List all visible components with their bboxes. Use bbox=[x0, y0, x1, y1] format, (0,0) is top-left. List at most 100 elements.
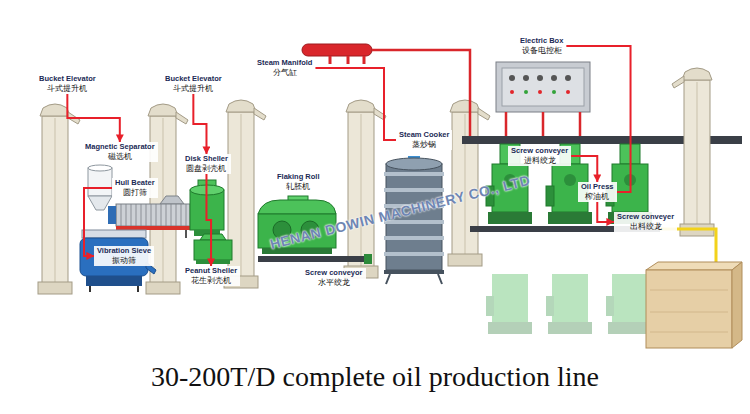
lamp bbox=[524, 90, 528, 94]
elevator-boot bbox=[448, 254, 482, 266]
caption-holder: 30-200T/D complete oil production line bbox=[0, 360, 750, 394]
screw-conveyor bbox=[258, 254, 372, 264]
machine-label-box: Bucket Elevator斗式提升机 bbox=[36, 74, 99, 94]
machine-name-chinese: 榨油机 bbox=[581, 192, 614, 201]
machine-name: Electric Box bbox=[520, 37, 563, 46]
cooker-ring bbox=[384, 172, 444, 176]
machine-label-box: Disk Sheller圆盘剥壳机 bbox=[182, 154, 231, 174]
sieve-legs bbox=[90, 286, 138, 292]
press-motor bbox=[546, 186, 554, 206]
machine-name: Steam Manifold bbox=[257, 59, 312, 68]
machine-name-chinese: 振动筛 bbox=[97, 256, 151, 265]
bucket-elevator bbox=[672, 68, 714, 236]
cabinet bbox=[496, 62, 590, 112]
flow-arrow bbox=[571, 156, 597, 182]
machine-name: Hull Beater bbox=[115, 179, 155, 188]
machine-name-chinese: 圆盘剥壳机 bbox=[185, 164, 228, 173]
gauge bbox=[551, 75, 557, 81]
faded-press-motor bbox=[486, 296, 494, 316]
elevator-casing bbox=[684, 80, 710, 230]
machine-label-box: Steam Cooker蒸炒锅 bbox=[396, 130, 452, 150]
cake-line bbox=[660, 229, 716, 262]
faded-press-motor bbox=[606, 296, 614, 316]
faded-press-motor bbox=[546, 296, 554, 316]
magnetic-separator bbox=[88, 165, 112, 210]
elevator-head bbox=[226, 100, 256, 112]
flow-arrow bbox=[206, 174, 211, 266]
machine-label-box: Screw conveyer出料绞龙 bbox=[614, 212, 677, 232]
faded-press-base bbox=[608, 322, 652, 334]
cooker-dome bbox=[386, 158, 442, 170]
lamp bbox=[538, 90, 542, 94]
sheller-hopper bbox=[200, 234, 226, 240]
elevator-head bbox=[682, 68, 712, 80]
elevator-boot bbox=[38, 282, 72, 294]
elevator-head bbox=[148, 104, 178, 116]
press-body bbox=[612, 164, 648, 212]
cabinet-panel bbox=[502, 68, 584, 106]
cake-bin bbox=[646, 262, 742, 348]
machine-name-chinese: 蒸炒锅 bbox=[399, 140, 449, 149]
machine-name-chinese: 进料绞龙 bbox=[511, 156, 568, 165]
conveyor-motor bbox=[364, 254, 372, 264]
press-hopper bbox=[620, 144, 640, 164]
pipe-connector bbox=[566, 46, 630, 192]
lamp bbox=[552, 90, 556, 94]
power-wires bbox=[506, 112, 580, 136]
manifold-drum bbox=[302, 44, 372, 56]
machine-name: Vibration Sieve bbox=[97, 247, 151, 256]
beater-hopper bbox=[160, 196, 184, 204]
beater-frame bbox=[116, 226, 190, 230]
faded-press-base bbox=[548, 322, 592, 334]
sheller-disk bbox=[190, 185, 224, 195]
elevator-spout bbox=[176, 112, 188, 124]
faded-presses bbox=[486, 274, 652, 334]
beater-motor bbox=[108, 206, 116, 224]
bin-side bbox=[732, 262, 742, 348]
elevator-spout bbox=[68, 112, 80, 124]
elevator-head bbox=[40, 104, 70, 116]
press-gear bbox=[624, 174, 636, 186]
lamp bbox=[510, 90, 514, 94]
roll-cover bbox=[258, 200, 336, 214]
lamp bbox=[566, 90, 570, 94]
cooker-ring bbox=[384, 188, 444, 192]
machine-label-box: Screw conveyer进料绞龙 bbox=[508, 146, 571, 166]
manifold-stubs bbox=[330, 56, 364, 64]
bucket-elevator bbox=[344, 100, 386, 278]
machine-name: Oil Press bbox=[581, 183, 614, 192]
machine-label-box: Oil Press榨油机 bbox=[578, 182, 617, 202]
peanut-sheller bbox=[194, 234, 232, 264]
machine-name: Bucket Elevator bbox=[165, 75, 222, 84]
machine-name: Steam Cooker bbox=[399, 131, 449, 140]
elevator-head bbox=[450, 100, 480, 112]
press-base bbox=[488, 212, 532, 224]
machine-label-box: Hull Beater圆打筛 bbox=[112, 178, 158, 198]
machine-label-box: Flaking Roll轧胚机 bbox=[274, 172, 323, 192]
electric-box bbox=[496, 62, 590, 136]
elevator-spout bbox=[254, 108, 266, 120]
cooker-ring bbox=[384, 236, 444, 240]
press-gear bbox=[564, 174, 576, 186]
machine-name-chinese: 斗式提升机 bbox=[39, 84, 96, 93]
machine-label-box: Peanut Sheller花生剥壳机 bbox=[182, 266, 240, 286]
steam-manifold bbox=[302, 44, 470, 136]
bin-grain bbox=[650, 290, 728, 332]
gauge bbox=[537, 75, 543, 81]
cooker-legs bbox=[386, 274, 442, 284]
elevator-seam bbox=[465, 114, 466, 258]
bin-top bbox=[646, 262, 742, 270]
caption: 30-200T/D complete oil production line bbox=[0, 360, 750, 394]
machine-name-chinese: 轧胚机 bbox=[277, 182, 320, 191]
machine-name-chinese: 水平绞龙 bbox=[305, 278, 363, 287]
elevator-spout bbox=[478, 108, 490, 120]
machine-name: Bucket Elevator bbox=[39, 75, 96, 84]
machine-label-box: Bucket Elevator斗式提升机 bbox=[162, 74, 225, 94]
pipe-connector bbox=[315, 68, 396, 140]
elevator-casing bbox=[348, 112, 374, 272]
elevator-spout bbox=[672, 76, 684, 88]
steam-pipe bbox=[372, 50, 470, 136]
separator-body bbox=[88, 168, 112, 196]
